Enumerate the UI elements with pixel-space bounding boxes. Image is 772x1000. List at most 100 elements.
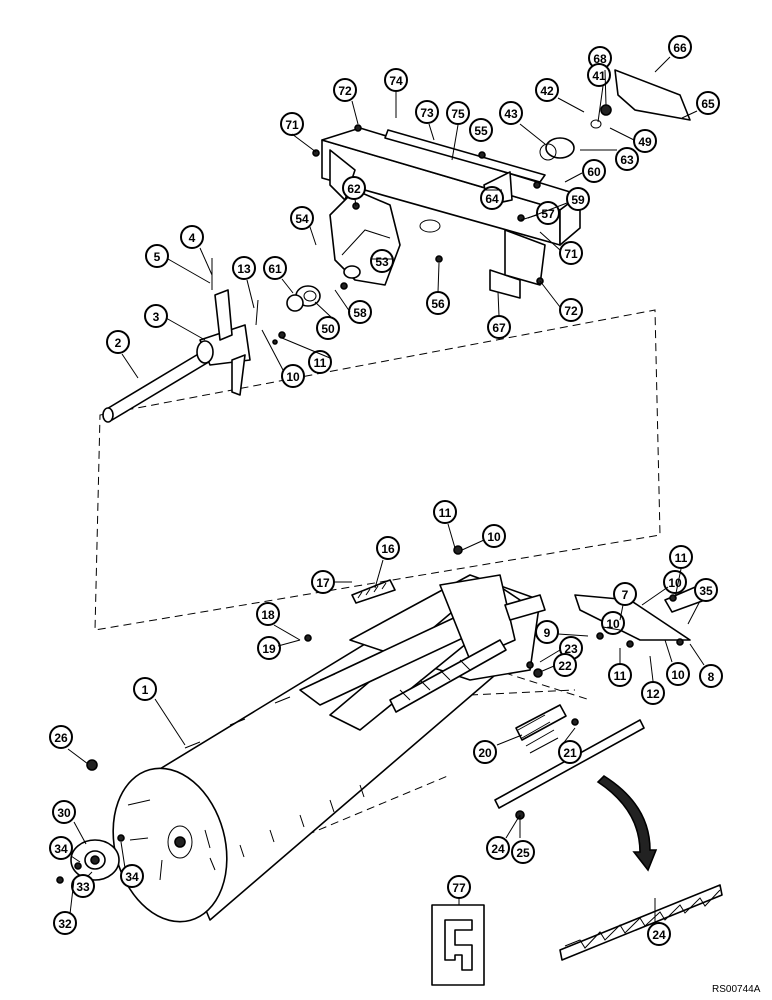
callout-circle: [263, 256, 287, 280]
callout-63: 63: [615, 147, 639, 171]
callout-25: 25: [511, 840, 535, 864]
callout-number: 22: [558, 659, 572, 673]
callout-35: 35: [694, 578, 718, 602]
leader-line: [70, 855, 81, 863]
callout-circle: [133, 677, 157, 701]
callout-number: 34: [54, 842, 68, 856]
callout-circle: [633, 129, 657, 153]
callout-number: 26: [54, 731, 68, 745]
callout-circle: [120, 864, 144, 888]
callout-34: 34: [120, 864, 144, 888]
callout-number: 54: [295, 212, 309, 226]
callout-number: 25: [516, 846, 530, 860]
leader-line: [689, 643, 705, 666]
leader-line: [564, 172, 583, 183]
callout-41: 41: [587, 63, 611, 87]
leader-line: [309, 226, 317, 246]
leader-line: [649, 655, 654, 682]
callout-number: 11: [439, 506, 452, 520]
callout-10: 10: [666, 662, 690, 686]
leader-line: [674, 568, 682, 599]
callout-circle: [144, 304, 168, 328]
callout-number: 73: [420, 106, 434, 120]
callout-circle: [559, 241, 583, 265]
callout-circle: [615, 147, 639, 171]
phantom-outline: [94, 309, 661, 631]
leader-line: [87, 871, 93, 877]
callout-71: 71: [280, 112, 304, 136]
upper-frame: [286, 69, 691, 312]
callout-9: 9: [535, 620, 559, 644]
leader-line: [602, 626, 621, 631]
callout-18: 18: [256, 602, 280, 626]
callout-24: 24: [486, 836, 510, 860]
callout-number: 1: [142, 683, 149, 697]
callout-circle: [281, 364, 305, 388]
callout-66: 66: [668, 35, 692, 59]
callout-circle: [613, 582, 637, 606]
callout-number: 68: [593, 52, 607, 66]
leader-line: [557, 633, 589, 637]
callout-number: 3: [153, 310, 160, 324]
callout-number: 19: [262, 642, 276, 656]
knife-bars: [494, 719, 723, 961]
callout-number: 21: [563, 746, 577, 760]
leader-line: [497, 291, 500, 317]
callout-circle: [232, 256, 256, 280]
callout-circle: [499, 101, 523, 125]
callout-number: 65: [701, 97, 715, 111]
leader-line: [539, 649, 561, 663]
callout-19: 19: [257, 636, 281, 660]
callout-11: 11: [433, 500, 457, 524]
leader-line: [519, 123, 546, 145]
callout-number: 2: [115, 336, 122, 350]
leader-line: [505, 814, 521, 839]
callout-circle: [145, 244, 169, 268]
leader-line: [199, 247, 213, 276]
callout-number: 11: [675, 551, 688, 565]
callout-circle: [582, 159, 606, 183]
callout-number: 55: [474, 124, 488, 138]
leader-line: [539, 665, 555, 673]
leader-line: [604, 69, 607, 106]
callout-circle: [480, 186, 504, 210]
callout-34: 34: [49, 836, 73, 860]
leader-line: [120, 841, 126, 869]
leader-line: [539, 231, 561, 251]
callout-number: 17: [316, 576, 330, 590]
callout-10: 10: [601, 611, 625, 635]
callout-circle: [257, 636, 281, 660]
leader-line: [165, 317, 206, 341]
callout-number: 7: [622, 588, 629, 602]
callout-65: 65: [696, 91, 720, 115]
callout-50: 50: [316, 316, 340, 340]
callout-54: 54: [290, 206, 314, 230]
callout-number: 10: [487, 530, 501, 544]
callout-number: 34: [125, 870, 139, 884]
callout-73: 73: [415, 100, 439, 124]
callout-32: 32: [53, 911, 77, 935]
callout-number: 10: [671, 668, 685, 682]
callout-55: 55: [469, 118, 493, 142]
callout-53: 53: [370, 249, 394, 273]
callout-2: 2: [106, 330, 130, 354]
callout-circle: [49, 836, 73, 860]
leader-line: [557, 97, 585, 113]
leader-line: [314, 301, 332, 318]
callout-circle: [694, 578, 718, 602]
callout-circle: [333, 78, 357, 102]
callout-number: 16: [381, 542, 395, 556]
callout-circle: [647, 922, 671, 946]
callout-circle: [669, 545, 693, 569]
callout-72: 72: [559, 298, 583, 322]
callout-number: 24: [652, 928, 666, 942]
callout-circle: [535, 620, 559, 644]
callout-57: 57: [536, 201, 560, 225]
callout-number: 58: [353, 306, 367, 320]
callout-circle: [53, 911, 77, 935]
callout-number: 72: [338, 84, 352, 98]
callout-number: 11: [614, 669, 627, 683]
callout-number: 61: [268, 262, 282, 276]
callout-circle: [342, 176, 366, 200]
